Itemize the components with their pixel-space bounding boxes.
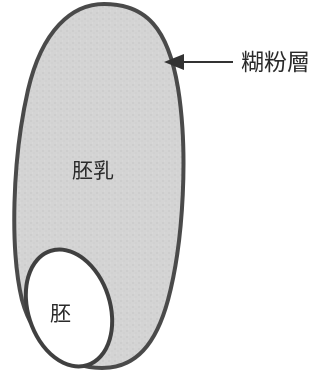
embryo-label: 胚 bbox=[50, 302, 71, 326]
aleurone-arrow-head bbox=[164, 54, 184, 70]
aleurone-layer-label: 糊粉層 bbox=[241, 50, 310, 76]
embryo-shape bbox=[23, 247, 115, 369]
endosperm-label: 胚乳 bbox=[72, 159, 114, 183]
